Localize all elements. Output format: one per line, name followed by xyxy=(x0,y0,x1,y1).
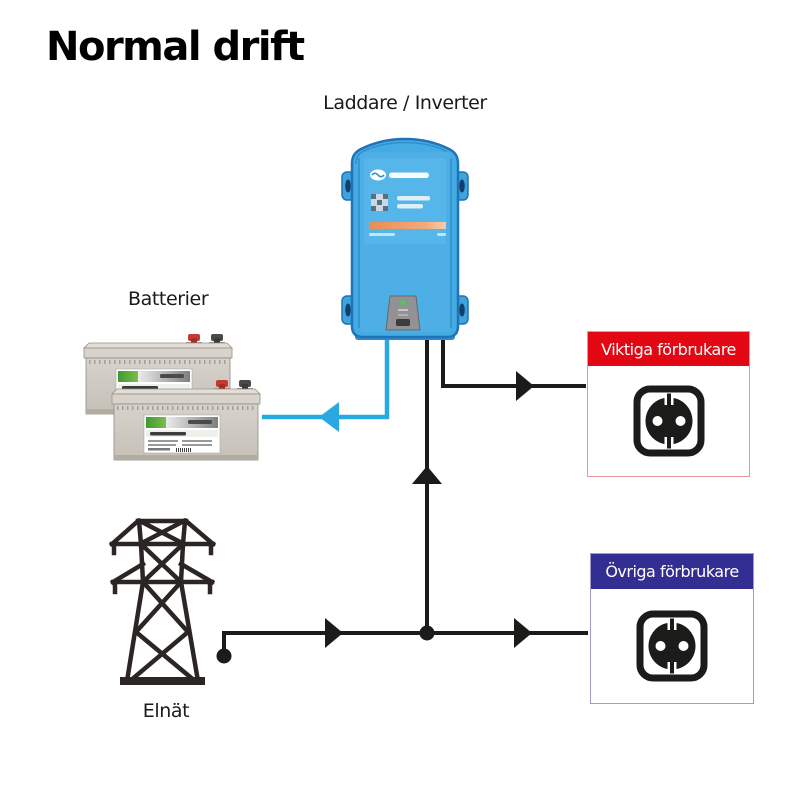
battery-front xyxy=(110,378,262,462)
flow-arrow-to-inverter xyxy=(412,466,442,484)
model-text xyxy=(397,196,430,209)
flow-arrow-to-other-consumers xyxy=(514,618,532,648)
led-panel xyxy=(385,295,421,331)
inverter-label: Laddare / Inverter xyxy=(323,92,487,114)
flow-arrow-to-critical-consumers xyxy=(516,371,534,401)
power-outlet-icon xyxy=(633,385,704,457)
critical-consumers-header: Viktiga förbrukare xyxy=(588,332,749,366)
batteries-label: Batterier xyxy=(128,288,209,310)
other-consumers-header: Övriga förbrukare xyxy=(591,554,753,589)
consumer-box-other: Övriga förbrukare xyxy=(590,553,754,704)
grid-connection-dot xyxy=(216,648,232,664)
flow-arrow-to-batteries xyxy=(319,402,339,432)
wire-inverter-to-critical xyxy=(441,334,586,388)
grid-label: Elnät xyxy=(142,700,190,722)
victron-logo xyxy=(370,169,429,181)
orange-stripe xyxy=(369,222,446,229)
wire-inverter-to-battery xyxy=(262,332,390,420)
other-consumers-body xyxy=(591,589,753,703)
junction-dot xyxy=(419,625,435,641)
qr-code xyxy=(371,194,388,211)
consumer-box-critical: Viktiga förbrukare xyxy=(587,331,750,477)
page-title: Normal drift xyxy=(46,24,305,70)
flow-arrow-grid-to-junction xyxy=(325,618,343,648)
wire-grid-mains xyxy=(222,334,588,655)
transmission-tower-icon xyxy=(108,517,217,685)
inverter-device xyxy=(341,137,469,340)
status-led xyxy=(400,300,406,306)
power-outlet-icon xyxy=(636,610,708,682)
critical-consumers-body xyxy=(588,366,749,476)
